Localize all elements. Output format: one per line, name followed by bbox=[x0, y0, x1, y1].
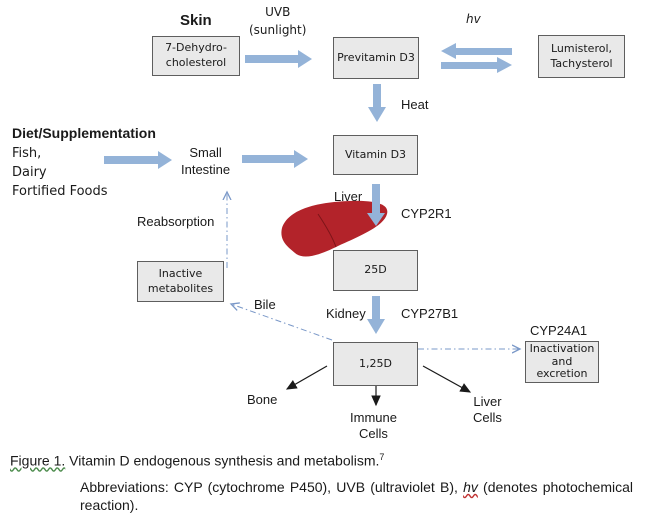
abbreviations-note: Abbreviations: CYP (cytochrome P450), UV… bbox=[80, 479, 633, 514]
diet-title: Diet/Supplementation bbox=[12, 125, 156, 141]
liver-cells-line1: Liver bbox=[473, 394, 502, 409]
reabsorption-label: Reabsorption bbox=[137, 214, 215, 229]
small-intestine-line1: Small bbox=[189, 145, 222, 160]
cyp24a1-label: CYP24A1 bbox=[530, 323, 588, 338]
heat-arrow bbox=[368, 84, 386, 122]
isomerization-arrow-left bbox=[441, 43, 512, 59]
dehydrocholesterol-box: 7-Dehydro-cholesterol bbox=[152, 36, 240, 76]
inactivation-line1: Inactivation bbox=[529, 342, 595, 356]
d25-box: 25D bbox=[333, 250, 418, 291]
uvb-line2: (sunlight) bbox=[249, 23, 307, 37]
diet-arrow bbox=[104, 151, 172, 169]
small-intestine-line2: Intestine bbox=[181, 161, 231, 177]
heat-label: Heat bbox=[401, 97, 429, 112]
uvb-arrow bbox=[245, 50, 312, 68]
bile-arrow bbox=[231, 304, 333, 341]
small-intestine-label: Small Intestine bbox=[181, 145, 230, 179]
cyp2r1-label: CYP2R1 bbox=[401, 206, 452, 221]
bile-label: Bile bbox=[254, 297, 276, 312]
lumisterol-line1: Lumisterol, bbox=[550, 41, 613, 55]
liver-label: Liver bbox=[334, 189, 363, 204]
dehydrocholesterol-line2: cholesterol bbox=[165, 56, 227, 69]
previtamin-d3-label: Previtamin D3 bbox=[337, 50, 415, 64]
isomerization-arrow-right bbox=[441, 57, 512, 73]
kidney-label: Kidney bbox=[326, 306, 366, 321]
hv-label: hv bbox=[466, 12, 481, 26]
dehydrocholesterol-line1: 7-Dehydro- bbox=[165, 41, 227, 55]
inactive-line1: Inactive bbox=[158, 266, 203, 280]
figure-caption: Figure 1. Vitamin D endogenous synthesis… bbox=[10, 452, 384, 469]
vitamin-d3-label: Vitamin D3 bbox=[344, 147, 407, 161]
liver-arrow bbox=[367, 184, 385, 226]
lumisterol-line2: Tachysterol bbox=[550, 56, 613, 70]
figure-number: Figure 1. bbox=[10, 452, 66, 469]
inactive-line2: metabolites bbox=[147, 281, 214, 295]
cyp27b1-label: CYP27B1 bbox=[401, 306, 459, 321]
inactivation-line2: and bbox=[551, 354, 573, 368]
diet-fortified: Fortified Foods bbox=[12, 183, 108, 199]
d25-label: 25D bbox=[364, 263, 387, 277]
diet-dairy: Dairy bbox=[12, 164, 47, 180]
previtamin-d3-box: Previtamin D3 bbox=[333, 37, 419, 79]
immune-line2: Cells bbox=[359, 425, 388, 441]
d125-label: 1,25D bbox=[359, 356, 392, 370]
d125-box: 1,25D bbox=[333, 342, 418, 386]
figure-reference: 7 bbox=[379, 452, 385, 462]
uvb-line1: UVB bbox=[265, 5, 291, 19]
abbreviations-hv: hv bbox=[463, 479, 478, 495]
abbreviations-text-end: (denotes photochemical reaction). bbox=[80, 479, 633, 513]
bone-label: Bone bbox=[247, 392, 278, 407]
immune-cells-label: Immune Cells bbox=[350, 410, 397, 441]
skin-label: Skin bbox=[180, 12, 212, 29]
figure-title: Vitamin D endogenous synthesis and metab… bbox=[65, 452, 380, 469]
kidney-arrow bbox=[367, 296, 385, 334]
abbreviations-text-start: Abbreviations: CYP (cytochrome P450), UV… bbox=[80, 479, 464, 495]
diet-foods: Fish, Dairy Fortified Foods bbox=[12, 145, 108, 202]
liver-cells-line2: Cells bbox=[473, 409, 502, 425]
liver-organ-icon bbox=[281, 200, 388, 257]
uvb-label: UVB (sunlight) bbox=[249, 3, 306, 39]
liver-cells-label: Liver Cells bbox=[473, 394, 502, 425]
vitamin-d3-box: Vitamin D3 bbox=[333, 135, 418, 175]
immune-line1: Immune bbox=[350, 410, 397, 425]
inactivation-line3: excretion bbox=[536, 367, 588, 381]
liver-lobe-line bbox=[317, 213, 337, 248]
absorption-arrow bbox=[242, 150, 308, 168]
bone-arrow bbox=[285, 365, 328, 390]
diet-fish: Fish, bbox=[12, 146, 42, 161]
lumisterol-box: Lumisterol,Tachysterol bbox=[538, 35, 625, 78]
liver-cells-arrow bbox=[422, 365, 472, 393]
